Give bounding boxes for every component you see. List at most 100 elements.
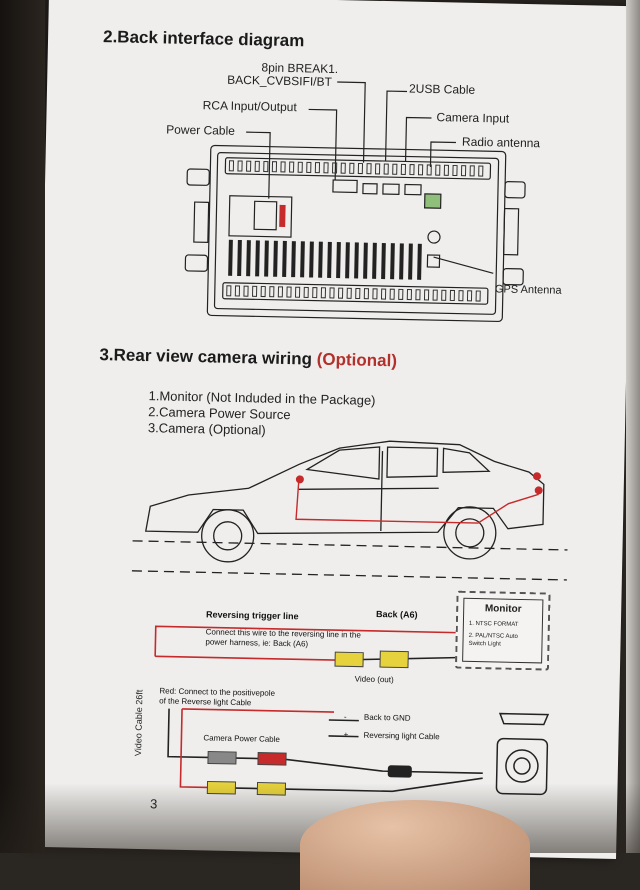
heatsink-fin xyxy=(291,241,296,278)
vent-slot xyxy=(409,164,415,176)
back-to-gnd-label: Back to GND xyxy=(363,712,411,723)
vent-slot xyxy=(383,163,389,175)
vent-slot xyxy=(294,286,301,298)
monitor-box: Monitor 1. NTSC FORMAT 2. PAL/NTSC Auto … xyxy=(454,590,551,671)
vent-slot xyxy=(297,161,303,173)
vent-slot xyxy=(234,285,241,297)
vent-slot xyxy=(277,286,284,298)
vent-slot xyxy=(263,160,269,173)
vent-slot xyxy=(426,164,432,176)
monitor-line-2: 2. PAL/NTSC Auto Switch Light xyxy=(468,632,518,649)
heatsink-fin xyxy=(408,243,413,280)
heatsink-fin xyxy=(363,242,368,279)
vent-slot xyxy=(246,160,252,172)
monitor-title: Monitor xyxy=(484,603,522,615)
vent-slot xyxy=(415,289,421,301)
vent-slot xyxy=(366,163,372,175)
video-cable-label: Video Cable 26ft xyxy=(133,689,145,757)
heatsink-fin xyxy=(309,241,314,278)
vent-slot xyxy=(432,289,438,301)
heatsink-fin xyxy=(264,240,269,277)
vent-slot xyxy=(251,285,258,297)
vent-slot xyxy=(269,286,275,298)
vent-slot xyxy=(423,289,430,301)
vent-slot xyxy=(312,287,318,299)
vent-slot xyxy=(363,288,370,300)
vent-slot xyxy=(331,162,338,174)
vent-slot xyxy=(372,288,378,300)
vent-slot xyxy=(260,285,266,298)
manual-page: 2.Back interface diagram 8pin BREAK1. BA… xyxy=(31,0,634,860)
vent-slot xyxy=(303,286,309,298)
vent-slot xyxy=(243,285,249,297)
vent-slot xyxy=(449,289,455,302)
vent-slot xyxy=(271,161,278,173)
vent-slot xyxy=(417,164,424,176)
vent-slot xyxy=(452,164,458,177)
vent-slot xyxy=(441,289,447,301)
vent-slot xyxy=(469,165,475,177)
back-a6-label: Back (A6) xyxy=(375,608,418,620)
vent-slot xyxy=(389,288,395,300)
reversing-light-label: Reversing light Cable xyxy=(363,730,440,742)
plus-sign: + xyxy=(343,730,349,740)
vent-slot xyxy=(340,162,346,174)
monitor-line-2b: Switch Light xyxy=(468,640,501,648)
vent-slot xyxy=(254,160,260,172)
heatsink-fin xyxy=(282,240,287,277)
heatsink-fin xyxy=(390,243,395,280)
vent-slot xyxy=(357,162,364,175)
vent-slot xyxy=(406,289,412,301)
heatsink-fin xyxy=(345,242,350,279)
heatsink-fin xyxy=(354,242,359,279)
heatsink-fin xyxy=(399,243,404,280)
vent-slot xyxy=(226,285,232,297)
vent-slot xyxy=(320,287,327,299)
heatsink-fin xyxy=(237,239,242,277)
heatsink-fin xyxy=(336,242,341,279)
page-number: 3 xyxy=(149,796,158,812)
reversing-trigger-label: Reversing trigger line xyxy=(205,609,299,622)
vent-slot xyxy=(355,287,361,300)
monitor-line-1: 1. NTSC FORMAT xyxy=(468,620,519,628)
vent-slot xyxy=(346,287,352,299)
vent-slot xyxy=(228,160,235,172)
heatsink-fin xyxy=(381,242,386,280)
vent-slot xyxy=(398,288,404,300)
vent-slot xyxy=(443,164,450,176)
vent-slot xyxy=(380,288,387,300)
heatsink-fin xyxy=(318,241,323,278)
heatsink-fin xyxy=(372,242,377,279)
vent-slot xyxy=(460,165,467,177)
background-left xyxy=(0,0,45,853)
vent-slot xyxy=(475,290,481,302)
vent-slot xyxy=(286,286,292,298)
vent-slot xyxy=(323,162,329,174)
heatsink-fin xyxy=(327,241,332,278)
vent-slot xyxy=(349,162,355,174)
vent-slot xyxy=(374,163,381,175)
heatsink-fin xyxy=(246,240,251,277)
finger xyxy=(300,800,530,890)
vent-slot xyxy=(458,290,464,302)
heatsink-fin xyxy=(417,243,422,280)
vent-slot xyxy=(306,161,312,173)
heatsink-fin xyxy=(300,241,305,278)
vent-slot xyxy=(289,161,295,173)
background-right xyxy=(626,0,640,853)
vent-slot xyxy=(478,165,484,177)
vent-slot xyxy=(392,163,398,175)
red-note-2: of the Reverse light Cable xyxy=(159,696,252,708)
vent-slot xyxy=(237,160,243,172)
vent-slot xyxy=(466,290,473,302)
vent-slot xyxy=(435,164,441,176)
vent-slot xyxy=(280,161,286,173)
minus-sign: - xyxy=(343,712,347,722)
vent-slot xyxy=(314,162,321,174)
monitor-inner: Monitor 1. NTSC FORMAT 2. PAL/NTSC Auto … xyxy=(462,597,544,664)
vent-slot xyxy=(329,287,335,299)
back-interface-diagram xyxy=(184,81,526,323)
car-illustration xyxy=(131,440,568,581)
vent-slot xyxy=(337,287,344,299)
camera-power-label: Camera Power Cable xyxy=(203,733,281,744)
